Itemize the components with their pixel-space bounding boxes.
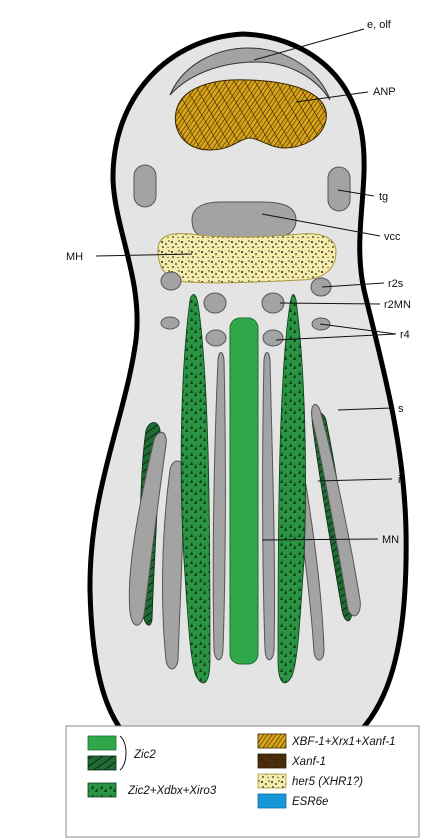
legend-swatch-zic2-solid [88, 736, 116, 750]
zic2-central-band [230, 318, 258, 664]
vcc-structure [192, 202, 296, 238]
legend-label-her5: her5 (XHR1?) [292, 776, 363, 788]
mh-region [158, 234, 336, 283]
label-vcc: vcc [384, 231, 401, 243]
legend-label-her5-name: her5 [292, 776, 316, 788]
r4-left [206, 330, 226, 346]
legend-swatch-her5 [258, 774, 286, 788]
legend-label-xbf1-xrx1-xanf1: XBF-1+Xrx1+Xanf-1 [291, 736, 396, 748]
legend-swatch-xbf1 [258, 734, 286, 748]
legend-swatch-zic2-xdbx-xiro3 [88, 783, 116, 797]
label-e-olf: e, olf [367, 19, 392, 31]
label-mh: MH [66, 251, 83, 263]
r4-right [263, 330, 283, 346]
label-mn: MN [382, 534, 399, 546]
label-s: s [398, 403, 404, 415]
tg-right [328, 167, 350, 211]
r2mn-left [204, 293, 226, 313]
r2s-left [161, 272, 181, 290]
label-anp: ANP [373, 86, 396, 98]
label-r4: r4 [400, 329, 410, 341]
legend-label-zic2: Zic2 [133, 749, 156, 761]
legend: Zic2 Zic2+Xdbx+Xiro3 XBF-1+Xrx1+Xanf-1 X… [66, 726, 419, 837]
label-r2s: r2s [388, 278, 404, 290]
legend-label-her5-alias: (XHR1?) [318, 776, 363, 788]
legend-label-esr6e: ESR6e [292, 796, 328, 808]
legend-label-zic2-xdbx-xiro3: Zic2+Xdbx+Xiro3 [127, 785, 217, 797]
r4-far-left [161, 317, 179, 329]
legend-swatch-esr6e [258, 794, 286, 808]
legend-label-xanf1: Xanf-1 [291, 756, 326, 768]
label-r2mn: r2MN [384, 299, 411, 311]
label-i: i [398, 474, 400, 486]
tg-left [134, 165, 156, 207]
legend-swatch-zic2-hatched [88, 756, 116, 770]
label-tg: tg [379, 191, 388, 203]
